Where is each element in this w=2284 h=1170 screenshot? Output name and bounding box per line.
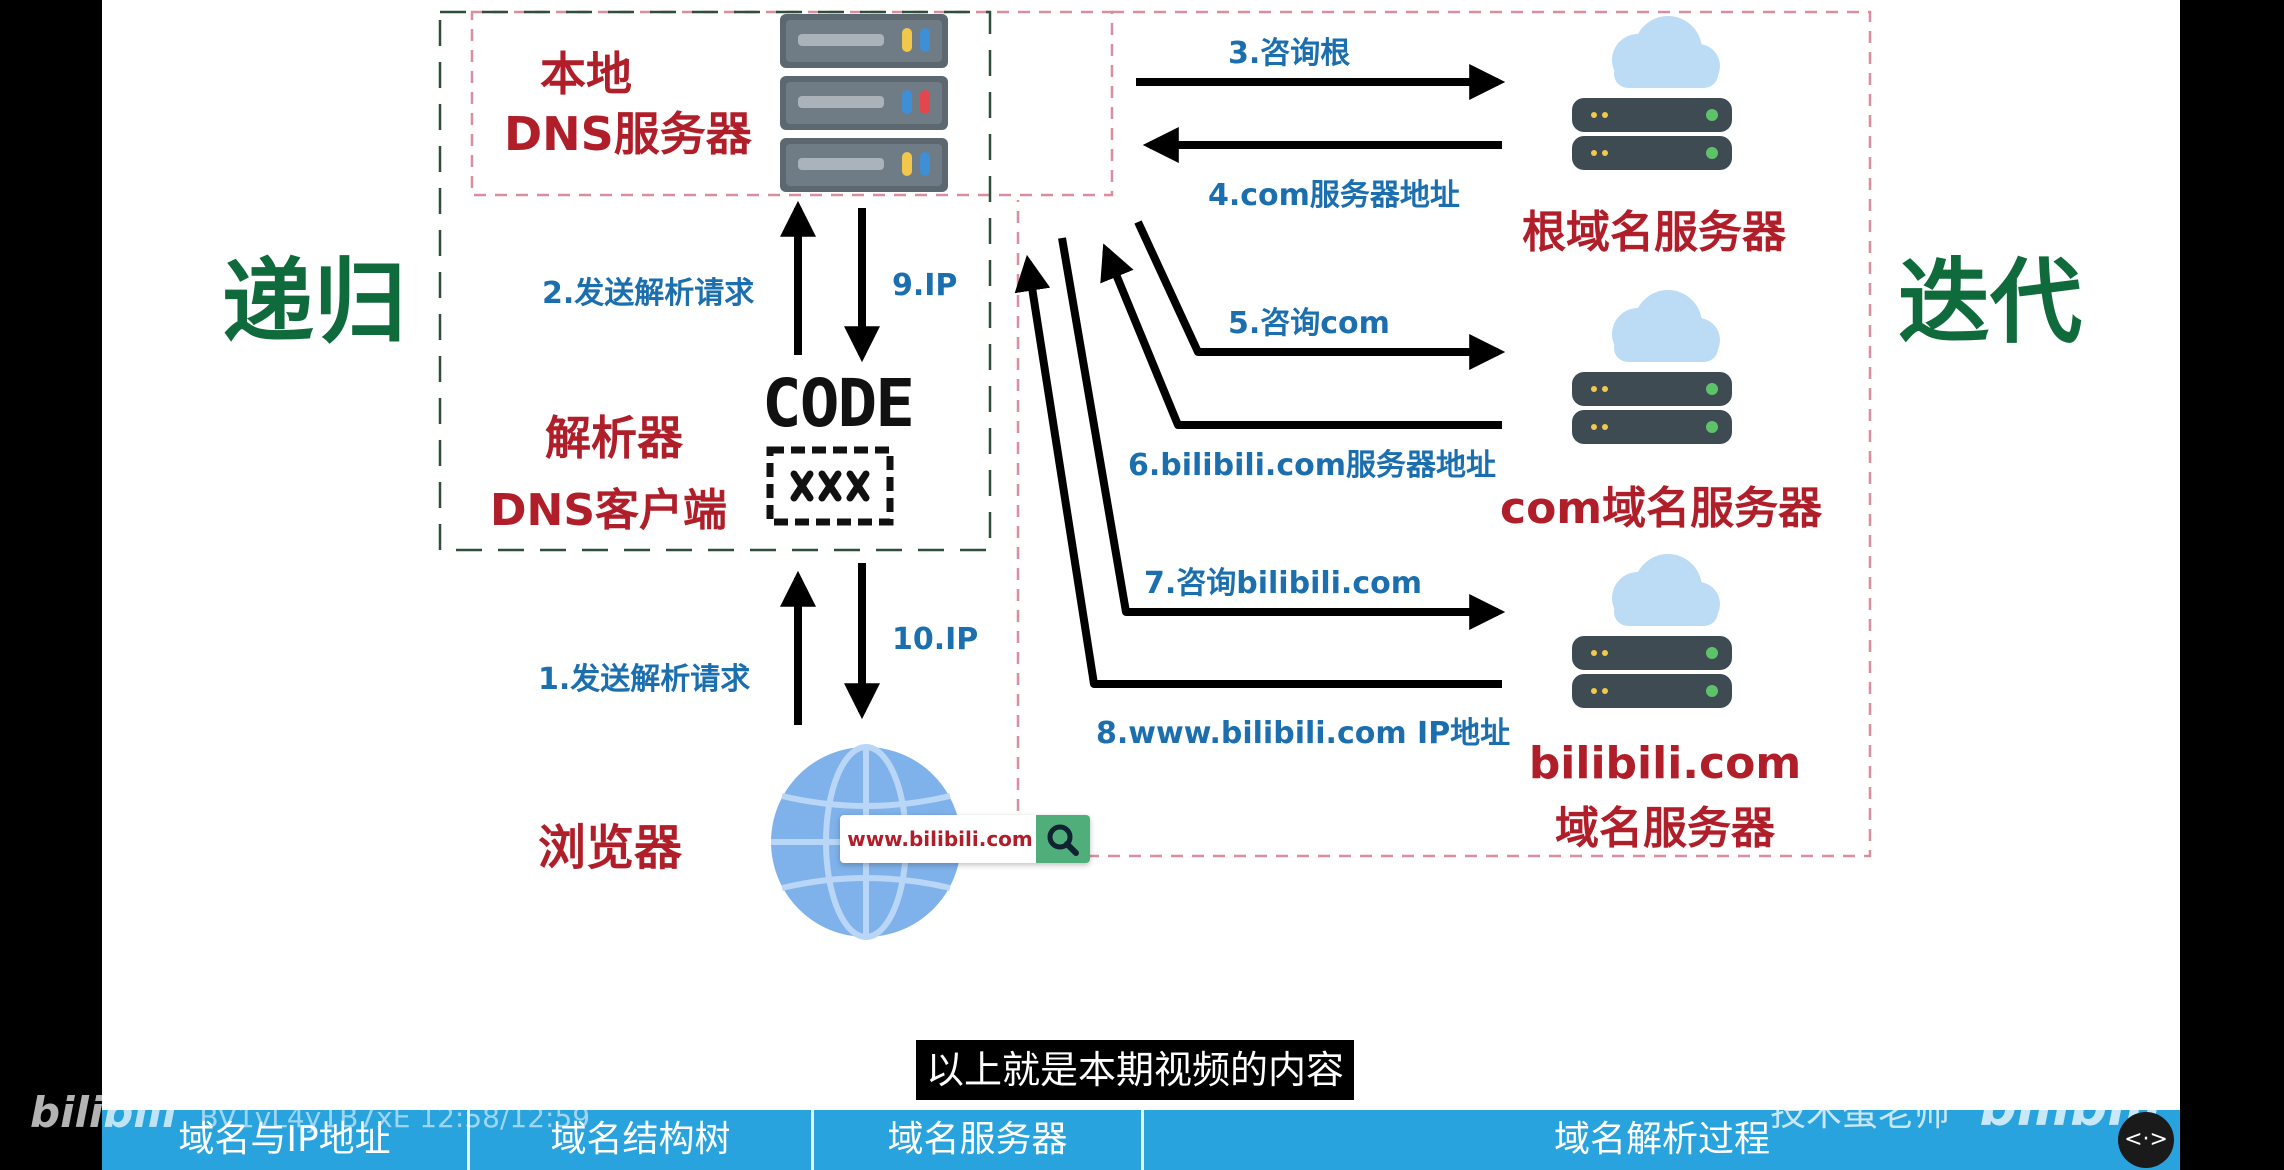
iterative-label: 迭代 [1898, 249, 2083, 356]
chapter-tab-ip[interactable]: 域名与IP地址 [102, 1110, 470, 1170]
recursive-label: 递归 [222, 249, 407, 356]
arrow-step-5 [1134, 220, 1506, 370]
bilibili-server-icon [1572, 554, 1732, 708]
iterative-box [1016, 10, 1872, 858]
arrow-step-6 [1100, 243, 1502, 429]
search-icon[interactable] [1036, 815, 1090, 863]
server-rack-icon [780, 14, 948, 192]
com-server-icon [1572, 290, 1732, 444]
chapter-bar: 域名与IP地址 域名结构树 域名服务器 域名解析过程 [102, 1110, 2180, 1170]
resolver-title: 解析器 [545, 411, 683, 465]
address-bar[interactable]: www.bilibili.com [840, 815, 1090, 863]
step-4-label: 4.com服务器地址 [1208, 178, 1460, 213]
bilibili-server-domain: bilibili.com [1528, 738, 1802, 789]
bilibili-logo: bilibili [30, 1088, 177, 1137]
video-watermark: bilibili BV1vL4y1B7xE 12:58/12:59 [30, 1088, 590, 1137]
local-dns-title: 本地 [540, 47, 632, 101]
root-server-label: 根域名服务器 [1522, 207, 1786, 258]
resolver-subtitle: DNS客户端 [490, 485, 728, 536]
root-server-icon [1572, 16, 1732, 170]
arrow-step-8 [1014, 254, 1502, 688]
video-id-time: BV1vL4y1B7xE 12:58/12:59 [199, 1101, 591, 1134]
flow-arrows [780, 64, 1506, 725]
chapter-tab-resolve[interactable]: 域名解析过程 [1553, 1119, 1770, 1160]
video-frame: 递归 迭代 本地 DNS服务器 解析器 DNS客户端 CODE 浏览器 [102, 0, 2180, 1110]
step-10-label: 10.IP [892, 622, 979, 657]
author-watermark: 技术蛋老师 bilibili [1770, 1078, 2161, 1138]
step-3-label: 3.咨询根 [1228, 36, 1351, 71]
player-control-button[interactable]: <·> [2118, 1112, 2174, 1168]
step-6-label: 6.bilibili.com服务器地址 [1128, 448, 1496, 483]
browser-label: 浏览器 [538, 820, 683, 876]
diagram-frames [438, 10, 1872, 858]
recursive-box [438, 10, 992, 552]
address-bar-url: www.bilibili.com [847, 827, 1033, 851]
author-name: 技术蛋老师 [1770, 1093, 1951, 1134]
step-5-label: 5.咨询com [1228, 306, 1390, 341]
step-9-label: 9.IP [892, 268, 958, 303]
video-subtitle: 以上就是本期视频的内容 [916, 1040, 1355, 1100]
local-dns-subtitle: DNS服务器 [504, 107, 752, 161]
com-server-label: com域名服务器 [1500, 483, 1823, 534]
step-8-label: 8.www.bilibili.com IP地址 [1096, 716, 1511, 751]
step-7-label: 7.咨询bilibili.com [1144, 566, 1422, 601]
chapter-tab-server[interactable]: 域名服务器 [814, 1110, 1144, 1170]
bilibili-server-label: 域名服务器 [1555, 803, 1775, 854]
chapter-tab-tree[interactable]: 域名结构树 [470, 1110, 814, 1170]
arrow-step-7 [1058, 237, 1506, 630]
step-2-label: 2.发送解析请求 [542, 276, 755, 311]
code-placeholder-icon [766, 446, 894, 526]
step-1-label: 1.发送解析请求 [538, 662, 751, 697]
code-icon: CODE [762, 365, 915, 442]
